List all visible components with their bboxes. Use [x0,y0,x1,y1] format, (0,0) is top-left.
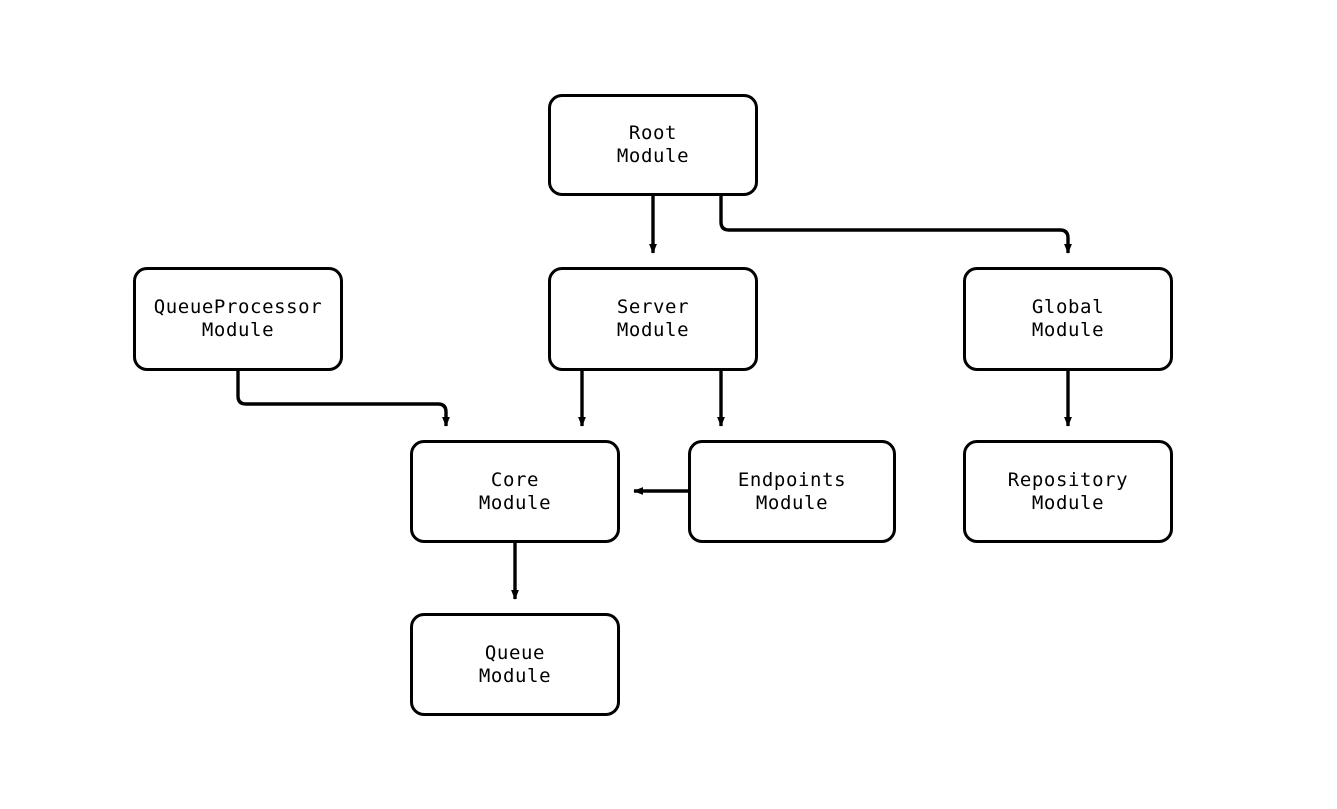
node-root[interactable]: Root Module [548,94,758,196]
node-server-label-line2: Module [616,319,690,341]
node-queueprocessor-label-line2: Module [201,319,275,341]
node-endpoints-label-line1: Endpoints [737,468,847,491]
node-queueprocessor[interactable]: QueueProcessor Module [133,267,343,371]
node-endpoints[interactable]: Endpoints Module [688,440,896,543]
node-repository[interactable]: Repository Module [963,440,1173,543]
node-core[interactable]: Core Module [410,440,620,543]
node-repository-label-line1: Repository [1007,468,1129,491]
node-root-label-line1: Root [628,122,678,144]
node-repository-label-line2: Module [1031,491,1105,514]
node-global-label-line1: Global [1031,296,1105,318]
node-queueprocessor-label-line1: QueueProcessor [153,296,323,318]
node-queue-label-line2: Module [478,664,552,687]
node-endpoints-label-line2: Module [755,491,829,514]
edge-queueprocessor-to-core [236,371,450,427]
node-core-label-line2: Module [478,491,552,514]
node-server-label-line1: Server [616,296,690,318]
node-global[interactable]: Global Module [963,267,1173,371]
node-global-label-line2: Module [1031,319,1105,341]
node-queue[interactable]: Queue Module [410,613,620,716]
edge-root-to-global [719,196,1072,254]
node-server[interactable]: Server Module [548,267,758,371]
node-queue-label-line1: Queue [484,641,546,664]
node-core-label-line1: Core [490,468,540,491]
node-root-label-line2: Module [616,145,690,167]
